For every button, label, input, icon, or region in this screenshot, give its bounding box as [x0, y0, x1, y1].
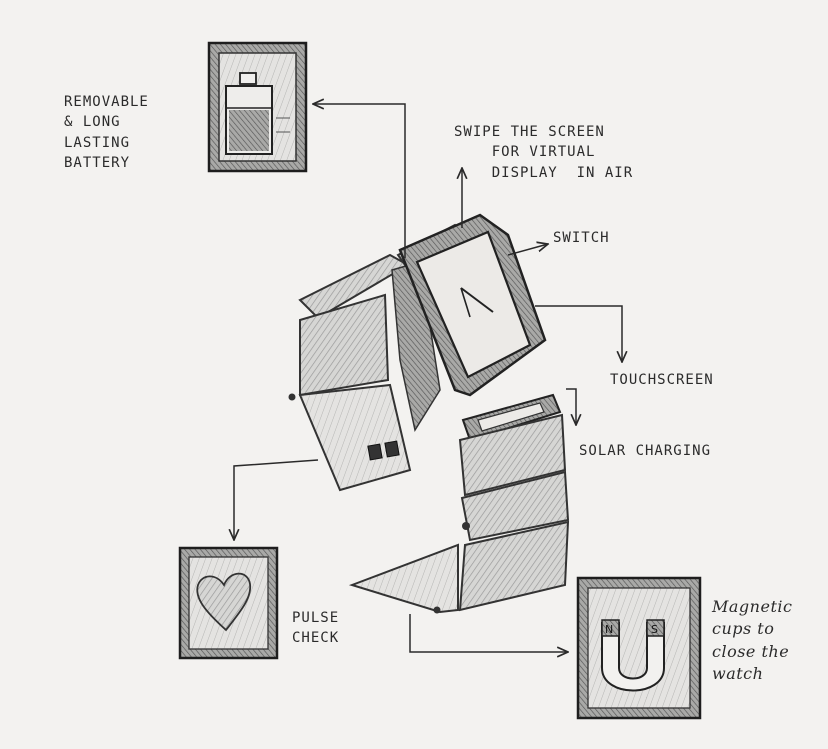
touchscreen-label: Touchscreen — [610, 370, 714, 390]
swipe-label: Swipe the screen for virtual display in … — [454, 122, 633, 183]
heart-icon — [180, 548, 277, 658]
magnet-arrow — [410, 614, 568, 652]
smartwatch — [289, 215, 569, 614]
battery-arrow — [313, 104, 405, 258]
magnet-pole-south: S — [651, 623, 658, 636]
solar-charging-label: Solar charging — [579, 441, 711, 461]
switch-label: Switch — [553, 228, 610, 248]
battery-label: Removable & long lasting battery — [64, 92, 149, 173]
touchscreen-arrow — [535, 306, 622, 362]
solar-arrow — [566, 389, 576, 425]
magnet-pole-north: N — [605, 623, 613, 636]
magnetic-cups-label: Magnetic cups to close the watch — [712, 596, 792, 686]
pulse-check-label: Pulse check — [292, 608, 339, 649]
magnet-icon: N S — [578, 578, 700, 718]
battery-icon — [209, 43, 306, 171]
pulse-arrow — [234, 460, 318, 540]
